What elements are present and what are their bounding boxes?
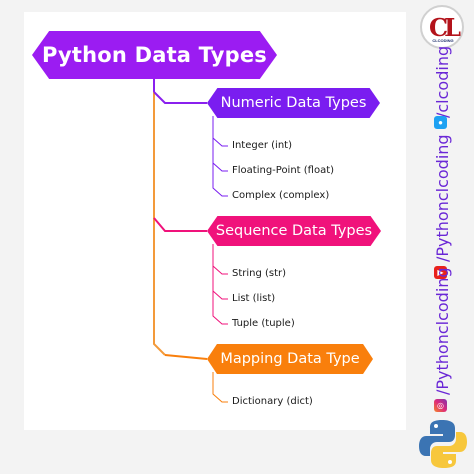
sub-sequence-1 bbox=[212, 265, 228, 275]
list-item: Floating-Point (float) bbox=[232, 165, 335, 176]
category-numeric: Numeric Data Types bbox=[207, 88, 380, 118]
branch-sequence bbox=[153, 217, 207, 232]
list-item: String (str) bbox=[232, 268, 287, 279]
page-title: Python Data Types bbox=[42, 43, 267, 67]
social-handle-youtube: /Pythonclcoding bbox=[433, 134, 452, 262]
list-item: Integer (int) bbox=[232, 140, 292, 151]
list-item: Complex (complex) bbox=[232, 190, 330, 201]
category-sequence-label: Sequence Data Types bbox=[215, 223, 373, 239]
list-item: Tuple (tuple) bbox=[232, 318, 295, 329]
sub-sequence bbox=[212, 244, 228, 325]
social-handle-instagram: /Pythonclcoding bbox=[433, 267, 452, 395]
category-numeric-label: Numeric Data Types bbox=[220, 95, 367, 111]
brand-logo bbox=[420, 5, 464, 49]
list-item: List (list) bbox=[232, 293, 276, 304]
brand-logo-letters: CL bbox=[429, 13, 461, 42]
category-mapping-label: Mapping Data Type bbox=[220, 351, 360, 367]
sub-numeric-1 bbox=[212, 137, 228, 147]
python-logo-icon bbox=[419, 420, 467, 468]
sub-numeric bbox=[212, 116, 228, 197]
youtube-icon: ▶ bbox=[434, 266, 447, 279]
trunk-orange bbox=[153, 92, 166, 356]
branch-mapping bbox=[164, 354, 208, 360]
sub-mapping bbox=[212, 372, 228, 403]
twitter-icon: ● bbox=[434, 116, 447, 129]
social-handle-twitter: /clcoding bbox=[433, 45, 452, 118]
sub-sequence-2 bbox=[212, 290, 228, 300]
sub-numeric-2 bbox=[212, 162, 228, 172]
category-mapping: Mapping Data Type bbox=[207, 344, 373, 374]
branch-numeric bbox=[153, 91, 207, 104]
title-banner: Python Data Types bbox=[32, 31, 277, 79]
instagram-icon: ◎ bbox=[434, 399, 447, 412]
brand-logo-subtext: CLCODING bbox=[432, 38, 454, 43]
list-item: Dictionary (dict) bbox=[232, 396, 313, 407]
category-sequence: Sequence Data Types bbox=[207, 216, 381, 246]
